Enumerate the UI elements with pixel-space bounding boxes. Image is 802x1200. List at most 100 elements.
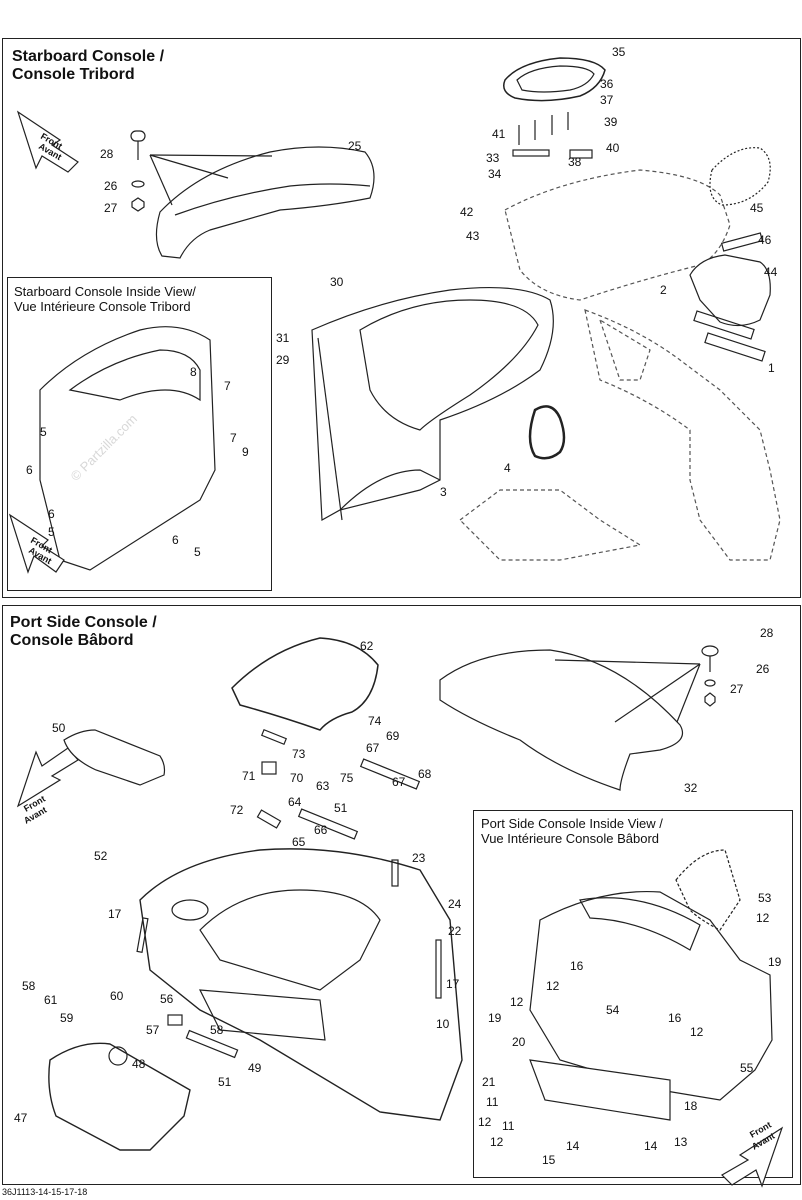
- callout: 66: [314, 823, 328, 837]
- callout: 53: [758, 891, 772, 905]
- gauge-ring: [709, 147, 771, 206]
- strip-17-left: [136, 917, 149, 953]
- callout: 17: [108, 907, 122, 921]
- washer-26: [131, 180, 145, 188]
- callout: 73: [292, 747, 306, 761]
- callout: 9: [242, 445, 249, 459]
- callout: 21: [482, 1075, 496, 1089]
- starboard-inside-console: [39, 326, 216, 571]
- callout: 39: [604, 115, 618, 129]
- callout: 17: [446, 977, 460, 991]
- callout: 55: [740, 1061, 754, 1075]
- callout: 18: [684, 1099, 698, 1113]
- hinge-63: [359, 758, 421, 790]
- callout: 11: [502, 1119, 515, 1133]
- callout: 54: [606, 1003, 620, 1017]
- callout: 16: [570, 959, 584, 973]
- pin-23: [391, 859, 399, 887]
- seal-4: [528, 405, 566, 460]
- callout: 65: [292, 835, 306, 849]
- callout: 5: [48, 525, 55, 539]
- callout: 8: [190, 365, 197, 379]
- front-arrow-icon-port-inset: [721, 1126, 784, 1188]
- front-arrow-icon: [16, 110, 79, 173]
- callout: 49: [248, 1061, 262, 1075]
- callout: 1: [768, 361, 775, 375]
- starboard-inset-title-line1: Starboard Console Inside View/: [14, 284, 196, 299]
- callout: 72: [230, 803, 244, 817]
- callout: 48: [132, 1057, 146, 1071]
- port-title-line1: Port Side Console /: [10, 614, 157, 631]
- callout: 2: [660, 283, 667, 297]
- callout: 19: [768, 955, 782, 969]
- callout: 28: [100, 147, 114, 161]
- callout: 30: [330, 275, 344, 289]
- callout: 7: [224, 379, 231, 393]
- hinge-33: [512, 149, 550, 157]
- callout: 58: [22, 979, 36, 993]
- port-title-line2: Console Bâbord: [10, 632, 134, 649]
- callout: 6: [172, 533, 179, 547]
- callout: 12: [490, 1135, 504, 1149]
- hinge-38: [569, 149, 593, 159]
- door-47: [48, 1042, 191, 1151]
- block-70: [261, 761, 277, 775]
- callout: 12: [478, 1115, 492, 1129]
- callout: 36: [600, 77, 614, 91]
- callout: 27: [730, 682, 744, 696]
- armrest-32: [439, 649, 684, 791]
- callout: 15: [542, 1153, 556, 1167]
- pad-53: [675, 849, 741, 931]
- callout: 5: [40, 425, 47, 439]
- starboard-title-line2: Console Tribord: [12, 66, 135, 83]
- callout: 57: [146, 1023, 160, 1037]
- callout: 50: [52, 721, 66, 735]
- callout: 6: [26, 463, 33, 477]
- callout: 58: [210, 1023, 224, 1037]
- callout: 26: [104, 179, 118, 193]
- cover-35: [503, 57, 606, 102]
- callout: 45: [750, 201, 764, 215]
- starboard-inset-title-line2: Vue Intérieure Console Tribord: [14, 299, 191, 314]
- cup-holder-44: [689, 254, 771, 327]
- diagram-code: 36J1113-14-15-17-18: [2, 1187, 88, 1197]
- hinge-64: [297, 808, 359, 840]
- callout: 74: [368, 714, 382, 728]
- port-inset-title: Port Side Console Inside View / Vue Inté…: [481, 816, 663, 846]
- callout: 68: [418, 767, 432, 781]
- callout: 32: [684, 781, 698, 795]
- starboard-title: Starboard Console / Console Tribord: [12, 48, 164, 84]
- callout: 41: [492, 127, 506, 141]
- callout: 31: [276, 331, 290, 345]
- callout: 4: [504, 461, 511, 475]
- callout: 16: [668, 1011, 682, 1025]
- armrest-25: [155, 146, 375, 259]
- plate-72: [256, 809, 282, 829]
- callout: 38: [568, 155, 582, 169]
- starboard-callouts: 35 36 37 41 39 33 38 40 34 42 43 45 46 4…: [26, 45, 778, 559]
- callout: 20: [512, 1035, 526, 1049]
- port-callouts: 62 28 26 27 50 74 69 73 67 68 71 70 75 6…: [14, 626, 782, 1167]
- callout: 70: [290, 771, 304, 785]
- mat-50: [63, 729, 166, 786]
- callout: 27: [104, 201, 118, 215]
- latch-57: [167, 1014, 183, 1026]
- callout: 13: [674, 1135, 688, 1149]
- callout: 23: [412, 851, 426, 865]
- callout: 59: [60, 1011, 74, 1025]
- callout: 7: [230, 431, 237, 445]
- callout: 12: [690, 1025, 704, 1039]
- callout: 44: [764, 265, 778, 279]
- callout: 37: [600, 93, 614, 107]
- callout: 67: [366, 741, 380, 755]
- callout: 26: [756, 662, 770, 676]
- callout: 71: [242, 769, 256, 783]
- callout: 12: [756, 911, 770, 925]
- callout: 12: [510, 995, 524, 1009]
- starboard-title-line1: Starboard Console /: [12, 48, 165, 65]
- callout: 28: [760, 626, 774, 640]
- bracket-73: [260, 728, 288, 746]
- callout: 6: [48, 507, 55, 521]
- callout: 56: [160, 992, 174, 1006]
